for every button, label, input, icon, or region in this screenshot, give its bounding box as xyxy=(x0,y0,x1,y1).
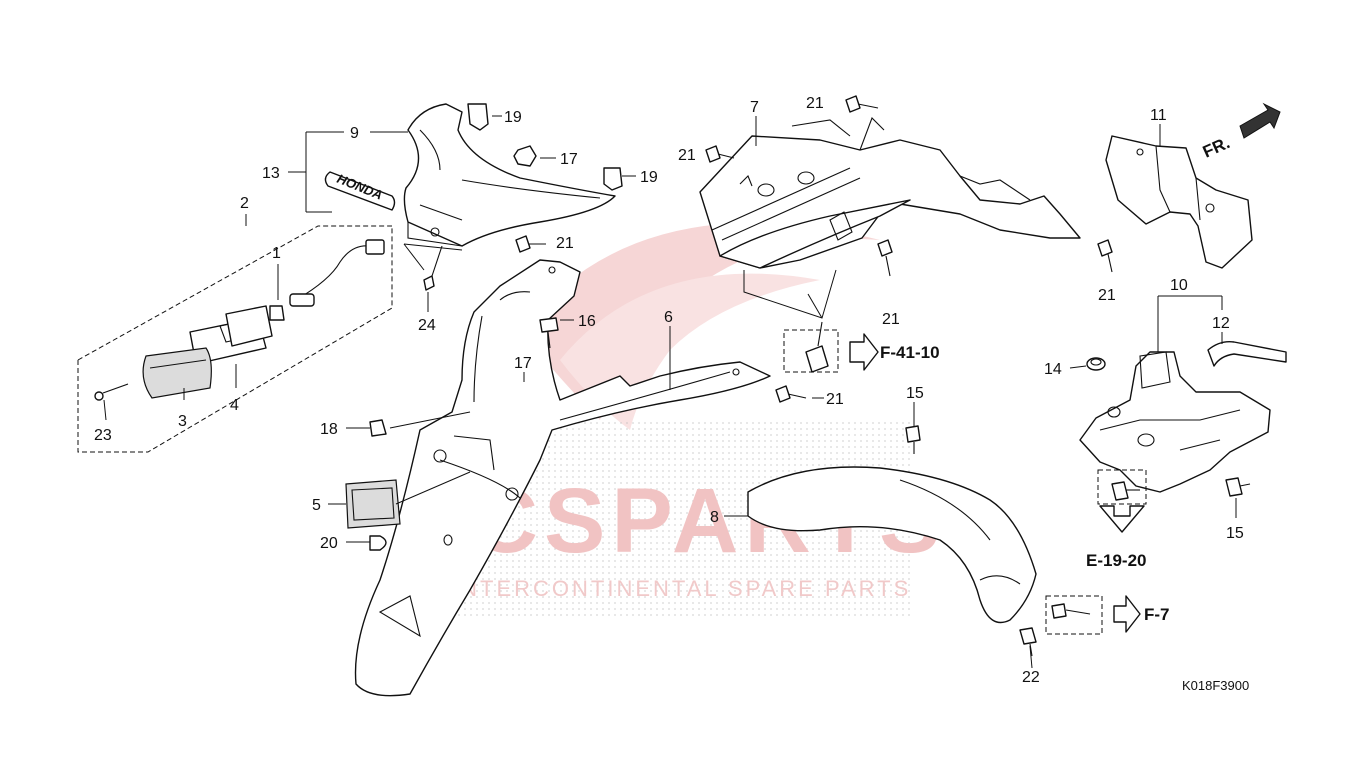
callout-6: 6 xyxy=(664,309,673,326)
callout-13: 13 xyxy=(262,165,280,182)
fastener-bolts xyxy=(515,95,1251,657)
callout-16: 16 xyxy=(578,313,596,330)
callout-21-mid: 21 xyxy=(882,311,900,328)
callout-24: 24 xyxy=(418,317,436,334)
callout-10: 10 xyxy=(1170,277,1188,294)
part-20-bulb xyxy=(369,535,387,551)
part-5-reflector xyxy=(345,479,401,529)
reference-f-7: F-7 xyxy=(1045,595,1170,635)
callout-17-upper: 17 xyxy=(560,151,578,168)
part-11-guard xyxy=(1105,135,1253,269)
callout-7: 7 xyxy=(750,99,759,116)
callout-20: 20 xyxy=(320,535,338,552)
front-direction-indicator: FR. xyxy=(1200,102,1281,162)
callout-17-lower: 17 xyxy=(514,355,532,372)
part-16-bolt xyxy=(539,317,559,349)
callout-21-tail: 21 xyxy=(556,235,574,252)
part-19-clip-b xyxy=(603,167,623,191)
part-17-nut-a xyxy=(513,145,537,167)
callout-1: 1 xyxy=(272,245,281,262)
part-9-tail-cover xyxy=(403,103,616,247)
callout-9: 9 xyxy=(350,125,359,142)
callout-2: 2 xyxy=(240,195,249,212)
reference-label-f-41-10: F-41-10 xyxy=(880,343,940,362)
reference-label-f-7: F-7 xyxy=(1144,605,1170,624)
callout-15-right: 15 xyxy=(1226,525,1244,542)
front-label: FR. xyxy=(1200,133,1233,161)
callout-21-left: 21 xyxy=(678,147,696,164)
reference-f-41-10: F-41-10 xyxy=(783,329,940,373)
callout-3: 3 xyxy=(178,413,187,430)
callout-11: 11 xyxy=(1150,107,1167,124)
callout-4: 4 xyxy=(230,397,239,414)
part-2-tail-light-assembly xyxy=(77,225,393,453)
callout-labels: 1 2 3 4 5 6 7 8 9 10 11 12 13 14 15 15 1… xyxy=(94,95,1244,686)
part-14-grommet xyxy=(1086,357,1106,371)
callout-8: 8 xyxy=(710,509,719,526)
callout-22: 22 xyxy=(1022,669,1040,686)
callout-23: 23 xyxy=(94,427,112,444)
reference-e-19-20: E-19-20 xyxy=(1086,469,1147,570)
part-8-splash-guard xyxy=(747,466,1037,624)
part-18-clip xyxy=(369,419,387,437)
diagram-code: K018F3900 xyxy=(1182,678,1249,693)
callout-18: 18 xyxy=(320,421,338,438)
part-12-strap xyxy=(1207,340,1287,367)
callout-21-lower: 21 xyxy=(826,391,844,408)
reference-label-e-19-20: E-19-20 xyxy=(1086,551,1146,570)
watermark-tagline: INTERCONTINENTAL SPARE PARTS xyxy=(452,576,911,601)
part-6-rear-fender xyxy=(354,259,771,697)
callout-12: 12 xyxy=(1212,315,1230,332)
callout-5: 5 xyxy=(312,497,321,514)
part-10-bracket xyxy=(1079,351,1271,493)
callout-14: 14 xyxy=(1044,361,1062,378)
callout-21-top: 21 xyxy=(806,95,824,112)
callout-19-upper: 19 xyxy=(504,109,522,126)
part-7-inner-fender xyxy=(699,117,1081,269)
callout-21-right: 21 xyxy=(1098,287,1116,304)
part-19-clip-a xyxy=(467,103,489,131)
callout-15-centre: 15 xyxy=(906,385,924,402)
callout-19-lower: 19 xyxy=(640,169,658,186)
part-24-screw xyxy=(423,245,443,291)
part-13-emblem: HONDA xyxy=(324,171,396,211)
leader-lines xyxy=(103,115,1237,669)
